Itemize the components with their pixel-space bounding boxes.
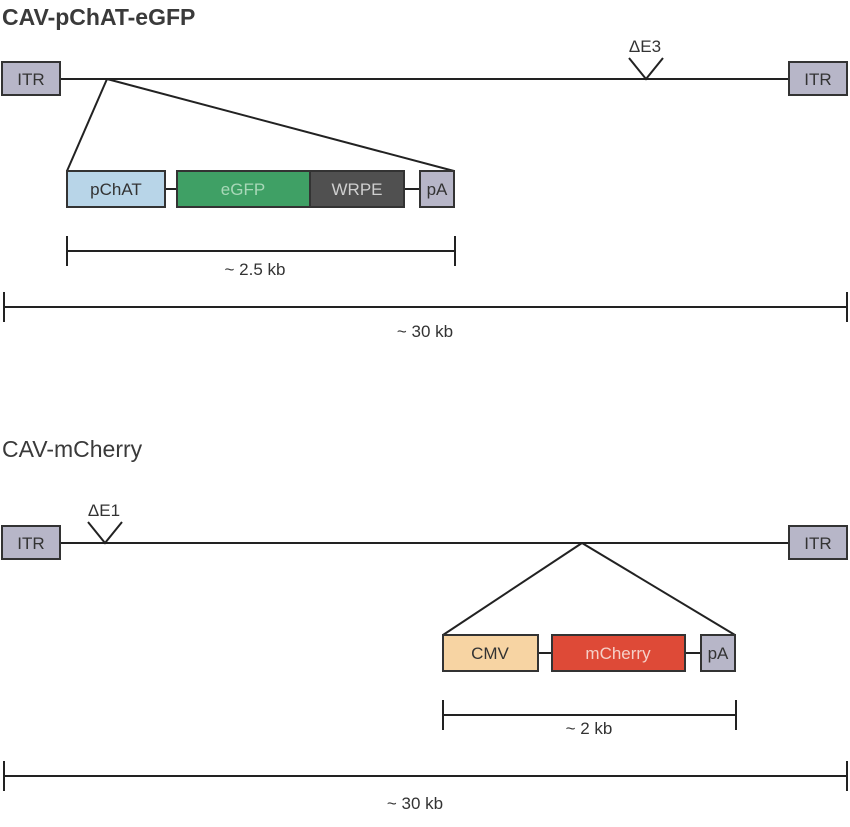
deletion-marker-e3: ΔE3	[628, 37, 664, 81]
deletion-label: ΔE1	[88, 501, 120, 520]
deletion-notch	[628, 57, 664, 81]
itr-right: ITR	[788, 525, 848, 560]
deletion-notch	[87, 521, 123, 545]
deletion-marker-e1: ΔE1	[87, 501, 123, 545]
itr-right-box	[788, 525, 848, 560]
itr-left-box	[1, 61, 61, 96]
element-box	[700, 634, 736, 672]
construct-title: CAV-pChAT-eGFP	[2, 4, 195, 30]
itr-left: ITR	[1, 525, 61, 560]
itr-right: ITR	[788, 61, 848, 96]
element-pa: pA	[700, 634, 736, 672]
insert-expansion-left	[442, 542, 583, 636]
itr-right-label: ITR	[804, 70, 831, 89]
element-label: mCherry	[585, 644, 651, 663]
element-box	[66, 170, 166, 208]
itr-left: ITR	[1, 61, 61, 96]
element-wrpe: WRPE	[309, 170, 405, 208]
element-cmv: CMV	[442, 634, 539, 672]
genome-size-bar: ~ 30 kb	[3, 761, 848, 813]
element-egfp: eGFP	[176, 170, 311, 208]
genome-size-bar: ~ 30 kb	[3, 292, 848, 341]
construct-mcherry: CAV-mCherry ITR ITR ΔE1 CMV m	[1, 436, 848, 813]
insert-size-label: ~ 2 kb	[566, 719, 613, 738]
itr-right-box	[788, 61, 848, 96]
insert-expansion-right	[106, 78, 455, 172]
construct-title: CAV-mCherry	[2, 436, 143, 462]
insert-expansion-left	[66, 78, 108, 172]
genome-size-label: ~ 30 kb	[387, 794, 443, 813]
element-box	[551, 634, 686, 672]
insert-size-bar: ~ 2.5 kb	[66, 236, 456, 279]
element-label: CMV	[471, 644, 509, 663]
element-box	[442, 634, 539, 672]
element-label: pA	[708, 644, 729, 663]
element-box	[309, 170, 405, 208]
element-label: WRPE	[332, 180, 383, 199]
element-box	[419, 170, 455, 208]
itr-right-label: ITR	[804, 534, 831, 553]
element-label: pA	[427, 180, 448, 199]
insert-size-bar: ~ 2 kb	[442, 700, 737, 738]
itr-left-label: ITR	[17, 534, 44, 553]
element-mcherry: mCherry	[551, 634, 686, 672]
element-label: pChAT	[90, 180, 142, 199]
insert-expansion-right	[581, 542, 736, 636]
genome-size-label: ~ 30 kb	[397, 322, 453, 341]
element-pchat: pChAT	[66, 170, 166, 208]
element-label: eGFP	[221, 180, 265, 199]
itr-left-box	[1, 525, 61, 560]
deletion-label: ΔE3	[629, 37, 661, 56]
insert-size-label: ~ 2.5 kb	[225, 260, 286, 279]
construct-pchat-egfp: CAV-pChAT-eGFP ITR ITR ΔE3 pChAT	[1, 4, 848, 341]
element-pa: pA	[419, 170, 455, 208]
element-box	[176, 170, 311, 208]
itr-left-label: ITR	[17, 70, 44, 89]
